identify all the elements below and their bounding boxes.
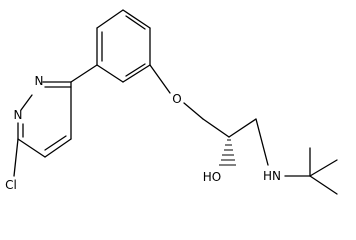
nitrogen-label-1: N (35, 74, 44, 88)
ether-oxygen-label: O (172, 92, 181, 106)
nitrogen-label-2: N (14, 108, 23, 122)
benzene-ring (96, 9, 151, 83)
pyridazine-ring (13, 64, 98, 177)
tert-butyl-group (284, 147, 338, 195)
structure-diagram: N N O HO HN Cl (5, 9, 338, 195)
amine-label: HN (263, 169, 281, 183)
chlorine-label: Cl (5, 178, 17, 192)
stereo-hash-bond (219, 139, 236, 166)
propanol-chain (149, 64, 269, 166)
hydroxyl-label: HO (203, 170, 221, 184)
